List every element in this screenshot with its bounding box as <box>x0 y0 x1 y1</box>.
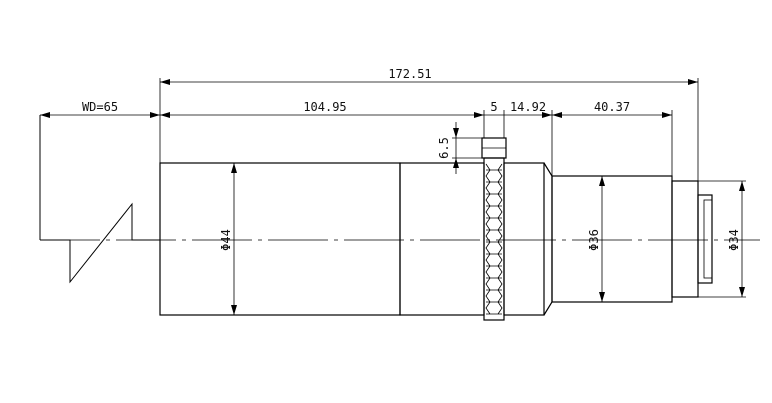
mount-thread <box>697 194 713 284</box>
mount-inner <box>703 199 713 279</box>
taper-section-label: 14.92 <box>510 100 546 114</box>
rear-ring-barrel <box>503 162 545 316</box>
rear-barrel <box>551 175 673 303</box>
arrow <box>40 112 50 118</box>
knurl-pattern <box>485 163 503 315</box>
middle-barrel <box>399 162 485 316</box>
break-zigzag <box>40 202 160 284</box>
rear-section-label: 40.37 <box>594 100 630 114</box>
arrow <box>599 292 605 302</box>
arrow <box>474 112 484 118</box>
front-section-label: 104.95 <box>303 100 346 114</box>
arrow <box>453 158 459 168</box>
arrow <box>542 112 552 118</box>
arrow <box>688 79 698 85</box>
ring-width-label: 5 <box>490 100 497 114</box>
wd-label: WD=65 <box>82 100 118 114</box>
arrow <box>160 112 170 118</box>
front-barrel <box>159 162 401 316</box>
overall-length-label: 172.51 <box>388 67 431 81</box>
arrow <box>739 287 745 297</box>
mount-step <box>671 180 699 298</box>
taper-section <box>543 162 553 316</box>
arrow <box>599 176 605 186</box>
arrow <box>662 112 672 118</box>
arrow <box>739 181 745 191</box>
arrow <box>453 128 459 138</box>
mount-diameter-label: Φ34 <box>727 229 741 251</box>
screw-height-label: 6.5 <box>437 137 451 159</box>
front-diameter-label: Φ44 <box>219 229 233 251</box>
arrow <box>231 163 237 173</box>
arrow <box>160 79 170 85</box>
arrow <box>552 112 562 118</box>
arrow <box>231 305 237 315</box>
rear-diameter-label: Φ36 <box>587 229 601 251</box>
arrow <box>150 112 160 118</box>
